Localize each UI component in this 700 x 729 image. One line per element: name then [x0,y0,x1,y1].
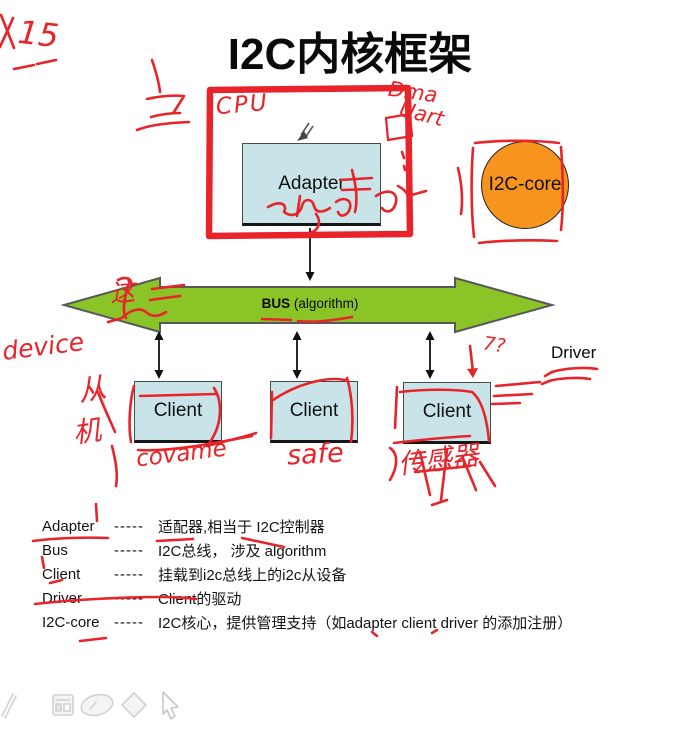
bus-label-rest: (algorithm) [293,296,359,311]
legend-dashes: ----- [114,613,144,631]
legend-desc: I2C核心，提供管理支持（如adapter client driver 的添加注… [158,614,573,632]
client-label: Client [422,401,472,422]
client-box-3: Client [403,382,491,444]
legend-desc: 适配器,相当于 I2C控制器 [158,518,325,536]
page-title: I2C内核框架 [227,30,473,79]
pointer-icon[interactable] [162,691,179,720]
legend-dashes: ----- [114,541,144,559]
handwriting-uart: Uart [396,96,447,132]
legend-row-i2c-core: I2C-core ----- I2C核心，提供管理支持（如adapter cli… [42,610,682,634]
legend-dashes: ----- [114,565,144,583]
driver-label: Driver [551,343,597,362]
legend: Adapter ----- 适配器,相当于 I2C控制器 Bus ----- I… [42,514,682,634]
palette-icon[interactable] [52,694,74,716]
legend-dashes: ----- [114,589,144,607]
handwriting-ji: 机 [70,413,104,450]
drawing-toolbar [1,691,179,720]
legend-row-client: Client ----- 挂载到i2c总线上的i2c从设备 [42,562,682,586]
legend-term: I2C-core [42,613,100,631]
legend-term: Adapter [42,517,95,535]
adapter-label: Adapter [278,172,345,194]
handwriting-cpu: CPU [214,89,270,121]
handwriting-seven-question: 7? [481,332,507,358]
legend-row-bus: Bus ----- I2C总线， 涉及 algorithm [42,538,682,562]
handwriting-zhe: 这 [108,276,137,309]
client-box-2: Client [270,381,358,443]
bus-label: BUS (algorithm) [230,296,390,311]
legend-term: Bus [42,541,68,559]
bus-label-bold: BUS [261,296,291,311]
handwriting-device: device [0,327,86,366]
client-box-1: Client [134,381,222,443]
handwriting-15: 15 [16,12,61,56]
legend-term: Driver [42,589,82,607]
ellipse-icon[interactable] [79,691,115,718]
legend-dashes: ----- [114,517,144,535]
bus-client-arrows [154,331,435,379]
handwriting-safe: safe [286,437,345,472]
i2c-core-circle: I2C-core [481,141,569,229]
legend-desc: Client的驱动 [158,590,242,608]
legend-desc: 挂载到i2c总线上的i2c从设备 [158,566,347,584]
adapter-box: Adapter [242,143,381,226]
legend-term: Client [42,565,81,583]
legend-desc: I2C总线， 涉及 algorithm [158,542,327,560]
client-label: Client [153,400,203,421]
legend-row-adapter: Adapter ----- 适配器,相当于 I2C控制器 [42,514,682,538]
pen-icon[interactable] [1,693,17,719]
pen-cursor-icon [297,122,314,141]
diamond-icon[interactable] [121,692,147,718]
legend-row-driver: Driver ----- Client的驱动 [42,586,682,610]
handwriting-sensor: 传感器 [396,440,481,481]
adapter-to-bus-arrow [305,228,315,281]
client-label: Client [289,400,339,421]
i2c-core-label: I2C-core [488,174,562,195]
handwriting-cong: 从 [75,370,109,409]
